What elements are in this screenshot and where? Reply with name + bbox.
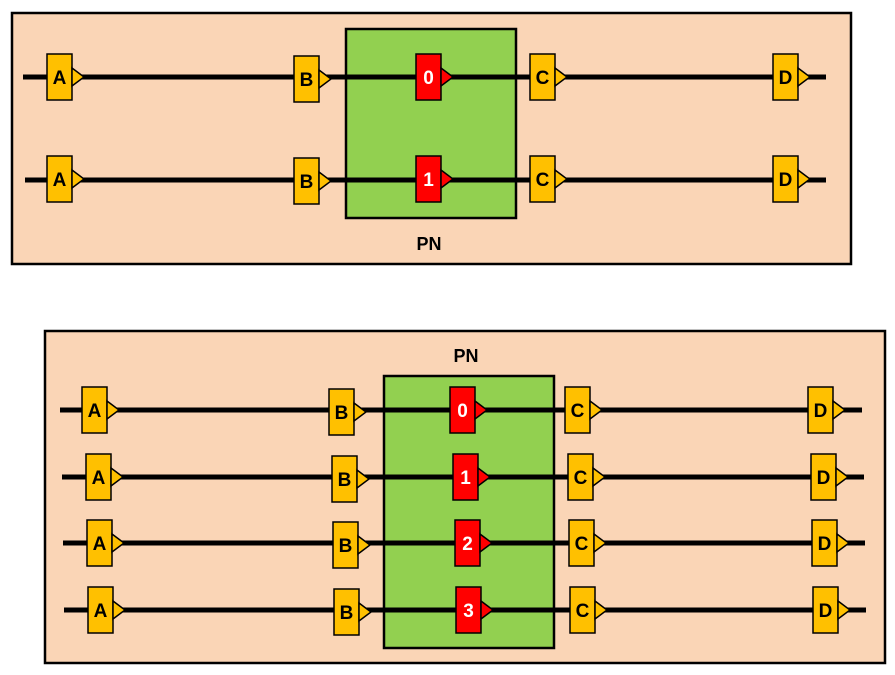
stage-node-c: C: [567, 453, 607, 501]
svg-text:C: C: [576, 601, 590, 622]
svg-text:0: 0: [423, 68, 434, 89]
pipeline-row: A B 0 C D: [23, 53, 826, 103]
svg-text:A: A: [94, 601, 108, 622]
svg-text:C: C: [574, 468, 588, 489]
pn-node: 3: [455, 586, 495, 634]
svg-text:3: 3: [463, 601, 474, 622]
svg-text:C: C: [536, 68, 550, 89]
stage-node-d: D: [812, 586, 852, 634]
stage-node-b: B: [331, 455, 371, 503]
pn-label: PN: [453, 346, 478, 366]
pn-node: 2: [454, 519, 494, 567]
svg-text:1: 1: [460, 468, 471, 489]
stage-node-c: C: [569, 586, 609, 634]
stage-node-b: B: [332, 521, 372, 569]
stage-node-b: B: [293, 157, 333, 205]
stage-node-b: B: [328, 388, 368, 436]
stage-node-a: A: [81, 386, 121, 434]
svg-text:A: A: [88, 401, 102, 422]
stage-node-a: A: [46, 53, 86, 101]
stage-node-d: D: [810, 453, 850, 501]
svg-text:1: 1: [423, 170, 434, 191]
svg-text:0: 0: [457, 401, 468, 422]
svg-text:A: A: [92, 468, 106, 489]
svg-text:B: B: [300, 70, 314, 91]
stage-node-d: D: [811, 519, 851, 567]
svg-text:D: D: [814, 401, 828, 422]
pipeline-row: A B 2 C D: [63, 519, 865, 569]
stage-node-c: C: [529, 53, 569, 101]
stage-node-c: C: [564, 386, 604, 434]
svg-text:A: A: [93, 534, 107, 555]
pn-label: PN: [416, 234, 441, 254]
stage-node-d: D: [807, 386, 847, 434]
pipeline-row: A B 3 C D: [64, 586, 866, 636]
stage-node-b: B: [333, 588, 373, 636]
pipeline-row: A B 1 C D: [25, 155, 826, 205]
svg-text:C: C: [571, 401, 585, 422]
pn-node: 1: [452, 453, 492, 501]
svg-text:C: C: [575, 534, 589, 555]
svg-text:B: B: [338, 470, 352, 491]
pn-node: 0: [415, 53, 455, 101]
stage-node-b: B: [293, 55, 333, 103]
svg-text:B: B: [335, 403, 349, 424]
stage-node-c: C: [568, 519, 608, 567]
svg-text:2: 2: [462, 534, 473, 555]
stage-node-a: A: [86, 519, 126, 567]
diagram-top: PN A B 0 C: [10, 11, 853, 266]
svg-text:C: C: [536, 170, 550, 191]
svg-text:A: A: [53, 170, 67, 191]
svg-text:B: B: [300, 172, 314, 193]
stage-node-a: A: [85, 453, 125, 501]
pn-node: 0: [449, 386, 489, 434]
pipeline-row: A B 1 C D: [62, 453, 864, 503]
stage-node-a: A: [87, 586, 127, 634]
pipeline-row: A B 0 C D: [60, 386, 862, 436]
svg-text:D: D: [818, 534, 832, 555]
stage-node-c: C: [529, 155, 569, 203]
pn-node: 1: [415, 155, 455, 203]
stage-node-d: D: [772, 155, 812, 203]
svg-text:B: B: [339, 536, 353, 557]
svg-text:A: A: [53, 68, 67, 89]
svg-text:D: D: [779, 68, 793, 89]
svg-text:D: D: [779, 170, 793, 191]
stage-node-d: D: [772, 53, 812, 101]
svg-text:D: D: [817, 468, 831, 489]
diagram-bottom: PN A B 0 C: [43, 329, 887, 665]
svg-text:D: D: [819, 601, 833, 622]
stage-node-a: A: [46, 155, 86, 203]
svg-text:B: B: [340, 603, 354, 624]
